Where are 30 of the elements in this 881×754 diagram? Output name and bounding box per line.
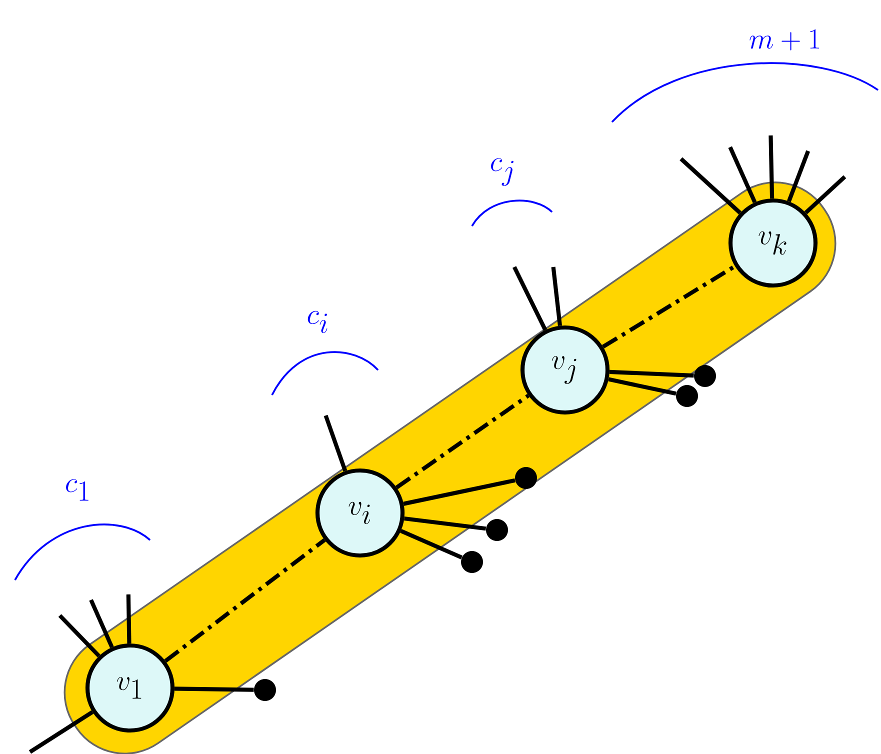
edge-line xyxy=(126,594,132,644)
edge-line xyxy=(602,264,736,349)
edge-line xyxy=(804,175,846,214)
edge-line xyxy=(768,135,774,199)
edge-line xyxy=(608,377,676,396)
edge-line xyxy=(609,370,694,378)
edge-line xyxy=(164,538,326,663)
end-dot xyxy=(254,679,276,701)
bracket-label: $c_i$ xyxy=(308,310,328,334)
edge-line xyxy=(28,710,94,754)
end-dot xyxy=(694,365,716,387)
end-dot xyxy=(676,385,698,407)
edge-line xyxy=(786,150,810,202)
edge-line xyxy=(400,528,463,560)
edge-line xyxy=(89,599,114,648)
end-dot xyxy=(486,519,508,541)
edge-line xyxy=(680,157,742,214)
edge-line xyxy=(728,146,757,204)
bracket-label: $c_j$ xyxy=(491,158,514,186)
edge-line xyxy=(395,394,530,490)
edge-line xyxy=(404,516,486,531)
edge-line xyxy=(512,266,548,331)
bracket-label: $m+1$ xyxy=(750,29,819,50)
edge-line xyxy=(324,414,348,472)
bracket-label: $c_1$ xyxy=(66,479,88,501)
edge-line xyxy=(58,614,100,658)
edge-line xyxy=(403,478,516,506)
edge-line xyxy=(174,686,254,692)
edge-line xyxy=(551,266,562,326)
end-dot xyxy=(461,551,483,573)
